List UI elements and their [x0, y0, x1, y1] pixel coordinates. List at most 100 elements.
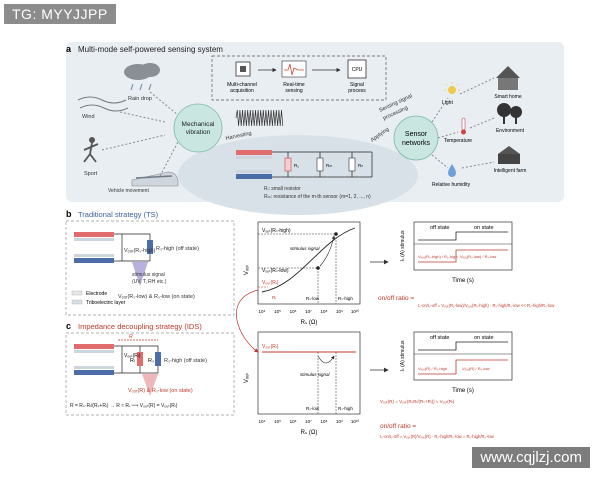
- rain-icon: [124, 63, 160, 91]
- pipeline-step1-line2: acquisition: [230, 88, 254, 94]
- x-tick-label: 10⁵: [274, 309, 281, 314]
- panel-b-letter: b: [66, 209, 72, 219]
- panel-c-r-label: R: [129, 334, 133, 340]
- resistor-label-m: Rₘ: [326, 163, 332, 168]
- time-c-ylabel: Iₛ (A) stimulus: [400, 340, 406, 372]
- chart-b-ylabel: Vₒᵤₜ: [244, 265, 250, 276]
- stimulus-temperature-label: Temperature: [444, 138, 472, 144]
- chart-b-point-low: [316, 266, 320, 270]
- time-b-xlabel: Time (s): [452, 278, 474, 284]
- chart-c-label-rs-low: Rₛ‑low: [306, 406, 320, 411]
- house-icon: [496, 66, 520, 90]
- chart-b-xlabel: Rₛ (Ω): [301, 320, 318, 326]
- hub-mechanical-vibration: [173, 103, 223, 153]
- ratio-c-formula: Iₛ‑on/Iₛ‑off = Vₒᵤₜ(R)/Vₒᵤₜ(R) · Rₛ‑high…: [380, 434, 495, 439]
- stimulus-humidity-label: Relative humidity: [432, 182, 471, 188]
- time-b-frame: [413, 221, 513, 271]
- harvesting-label: Harvesting: [225, 131, 252, 142]
- stimulus-connectors: [431, 77, 495, 169]
- stimulus-light-label: Light: [442, 100, 453, 106]
- chart-b-label-rs-high: Rₛ‑high: [338, 296, 353, 301]
- source-wind-label: Wind: [82, 114, 95, 120]
- ratio-b-formula: Iₛ‑on/Iₛ‑off = Vₒᵤₜ(Rₛ‑low)/Vₒᵤₜ(Rₛ‑high…: [418, 303, 555, 308]
- panel-c-rs-label: Rₛ: [148, 358, 154, 364]
- cpu-label: CPU: [352, 67, 363, 73]
- ratio-c-label: on/off ratio =: [380, 423, 416, 430]
- pipeline-step1-line1: Multi-channel: [227, 82, 257, 88]
- chart-b-label-rs-low: Rₛ‑low: [306, 296, 320, 301]
- time-b-formula-off: Vₒᵤₜ(Rₛ‑high) / Rₛ‑high: [418, 254, 457, 259]
- time-c-off: off state: [430, 335, 449, 341]
- resistor-rn: [348, 157, 356, 172]
- runner-icon: [83, 137, 99, 163]
- time-b-stimulus-trace: [418, 231, 508, 241]
- time-c-stimulus-trace: [418, 341, 508, 351]
- legend-electrode-swatch: [71, 290, 83, 296]
- vibration-wave: [235, 109, 284, 127]
- panel-c-eq1: Vₒᵤₜ(R) = Vₒᵤₜ(RₛRₗ/(Rₛ+Rₗ)) ≈ Vₒᵤₜ(Rₗ): [380, 399, 455, 404]
- x-tick-label: 10¹⁰: [351, 309, 360, 314]
- app-home-label: Smart home: [494, 94, 521, 100]
- chart-c-label-rs-high: Rₛ‑high: [338, 406, 353, 411]
- panel-c-formula: R = Rₛ·Rₗ/(Rₛ+Rₗ) → R ≈ Rₗ ⟹ Vₒᵤₜ(R) = V…: [70, 403, 178, 409]
- panel-b-stimulus-line1: stimulus signal: [132, 272, 165, 278]
- chart-c-stimulus-arrow: [317, 355, 335, 364]
- panel-c-stimulus-beam: [142, 374, 158, 396]
- x-tick-label: 10⁷: [305, 419, 312, 424]
- farm-icon: [498, 146, 520, 164]
- chart-b-stimulus-arrow: [319, 235, 336, 267]
- panel-b-sensor-resistor: [147, 240, 153, 254]
- legend-rl: Rₗ: small resistor: [264, 186, 301, 192]
- pipeline-box: [211, 55, 387, 101]
- cpu-icon: [347, 59, 367, 79]
- chart-c-label-stimulus: stimulus signal: [300, 372, 331, 377]
- time-c-formula-on: Vₒᵤₜ(R) / Rₛ‑low: [462, 366, 490, 371]
- tree-icon: [497, 103, 522, 124]
- panel-b-off-label: Rₛ‑high (off state): [156, 246, 199, 252]
- source-rain-label: Rain drop: [128, 96, 152, 102]
- panel-a-glow: [178, 135, 418, 215]
- resistor-label-1: R₁: [294, 163, 299, 168]
- panel-c-rl-label: Rₗ: [130, 358, 135, 364]
- time-c-formula-off: Vₒᵤₜ(R) / Rₛ‑high: [418, 366, 447, 371]
- chart-c-frame: [257, 331, 361, 415]
- legend-rm: Rₘ: resistance of the m-th sensor (m=1, …: [264, 194, 371, 200]
- panel-c-device: [74, 339, 161, 396]
- time-b-off: off state: [430, 225, 449, 231]
- x-tick-label: 10⁸: [321, 419, 328, 424]
- source-sport-label: Sport: [84, 171, 98, 177]
- resistor-rl: [284, 157, 292, 172]
- sensor-networks-line1: Sensor: [405, 131, 428, 138]
- panel-b-device: [74, 232, 153, 286]
- chart-c-ylabel: Vₒᵤₜ: [244, 373, 250, 384]
- time-c-xlabel: Time (s): [452, 388, 474, 394]
- x-tick-label: 10⁸: [321, 309, 328, 314]
- panel-c-letter: c: [66, 321, 71, 331]
- light-icon: [444, 82, 460, 94]
- panel-b-title: Traditional strategy (TS): [78, 210, 159, 219]
- hub-sensor-networks: [393, 115, 439, 161]
- source-connectors: [101, 91, 179, 177]
- pipeline-step3-line1: Signal: [350, 82, 364, 88]
- panel-a-letter: a: [66, 44, 72, 54]
- chart-b-label-low: Vₒᵤₜ(Rₛ‑low): [262, 268, 289, 274]
- chart-c-xlabel: Rₛ (Ω): [301, 430, 318, 436]
- resistor-label-n: Rₙ: [358, 163, 363, 168]
- time-b-formula-on: Vₒᵤₜ(Rₛ‑low) / Rₛ‑low: [460, 254, 496, 259]
- time-c-on: on state: [474, 335, 494, 341]
- train-icon: [131, 171, 179, 187]
- x-tick-label: 10⁷: [305, 309, 312, 314]
- chip-icon: [235, 61, 251, 77]
- panel-c-title: Impedance decoupling strategy (IDS): [78, 322, 202, 331]
- panel-c-on-state: Vₒᵤₜ(R) & Rₛ‑low (on state): [128, 388, 193, 394]
- x-tick-label: 10⁴: [259, 309, 266, 314]
- panel-c-off-label: Rₛ‑high (off state): [164, 358, 207, 364]
- legend-tribo-swatch: [71, 299, 83, 305]
- time-c-current-trace: [418, 359, 508, 375]
- panel-b-stimulus-line2: (UV, T, RH etc.): [132, 279, 167, 285]
- x-tick-label: 10⁵: [274, 419, 281, 424]
- hub-line2: vibration: [186, 129, 211, 136]
- stimulus-beam: [132, 262, 148, 286]
- legend-tribo-label: Triboelectric layer: [86, 300, 126, 306]
